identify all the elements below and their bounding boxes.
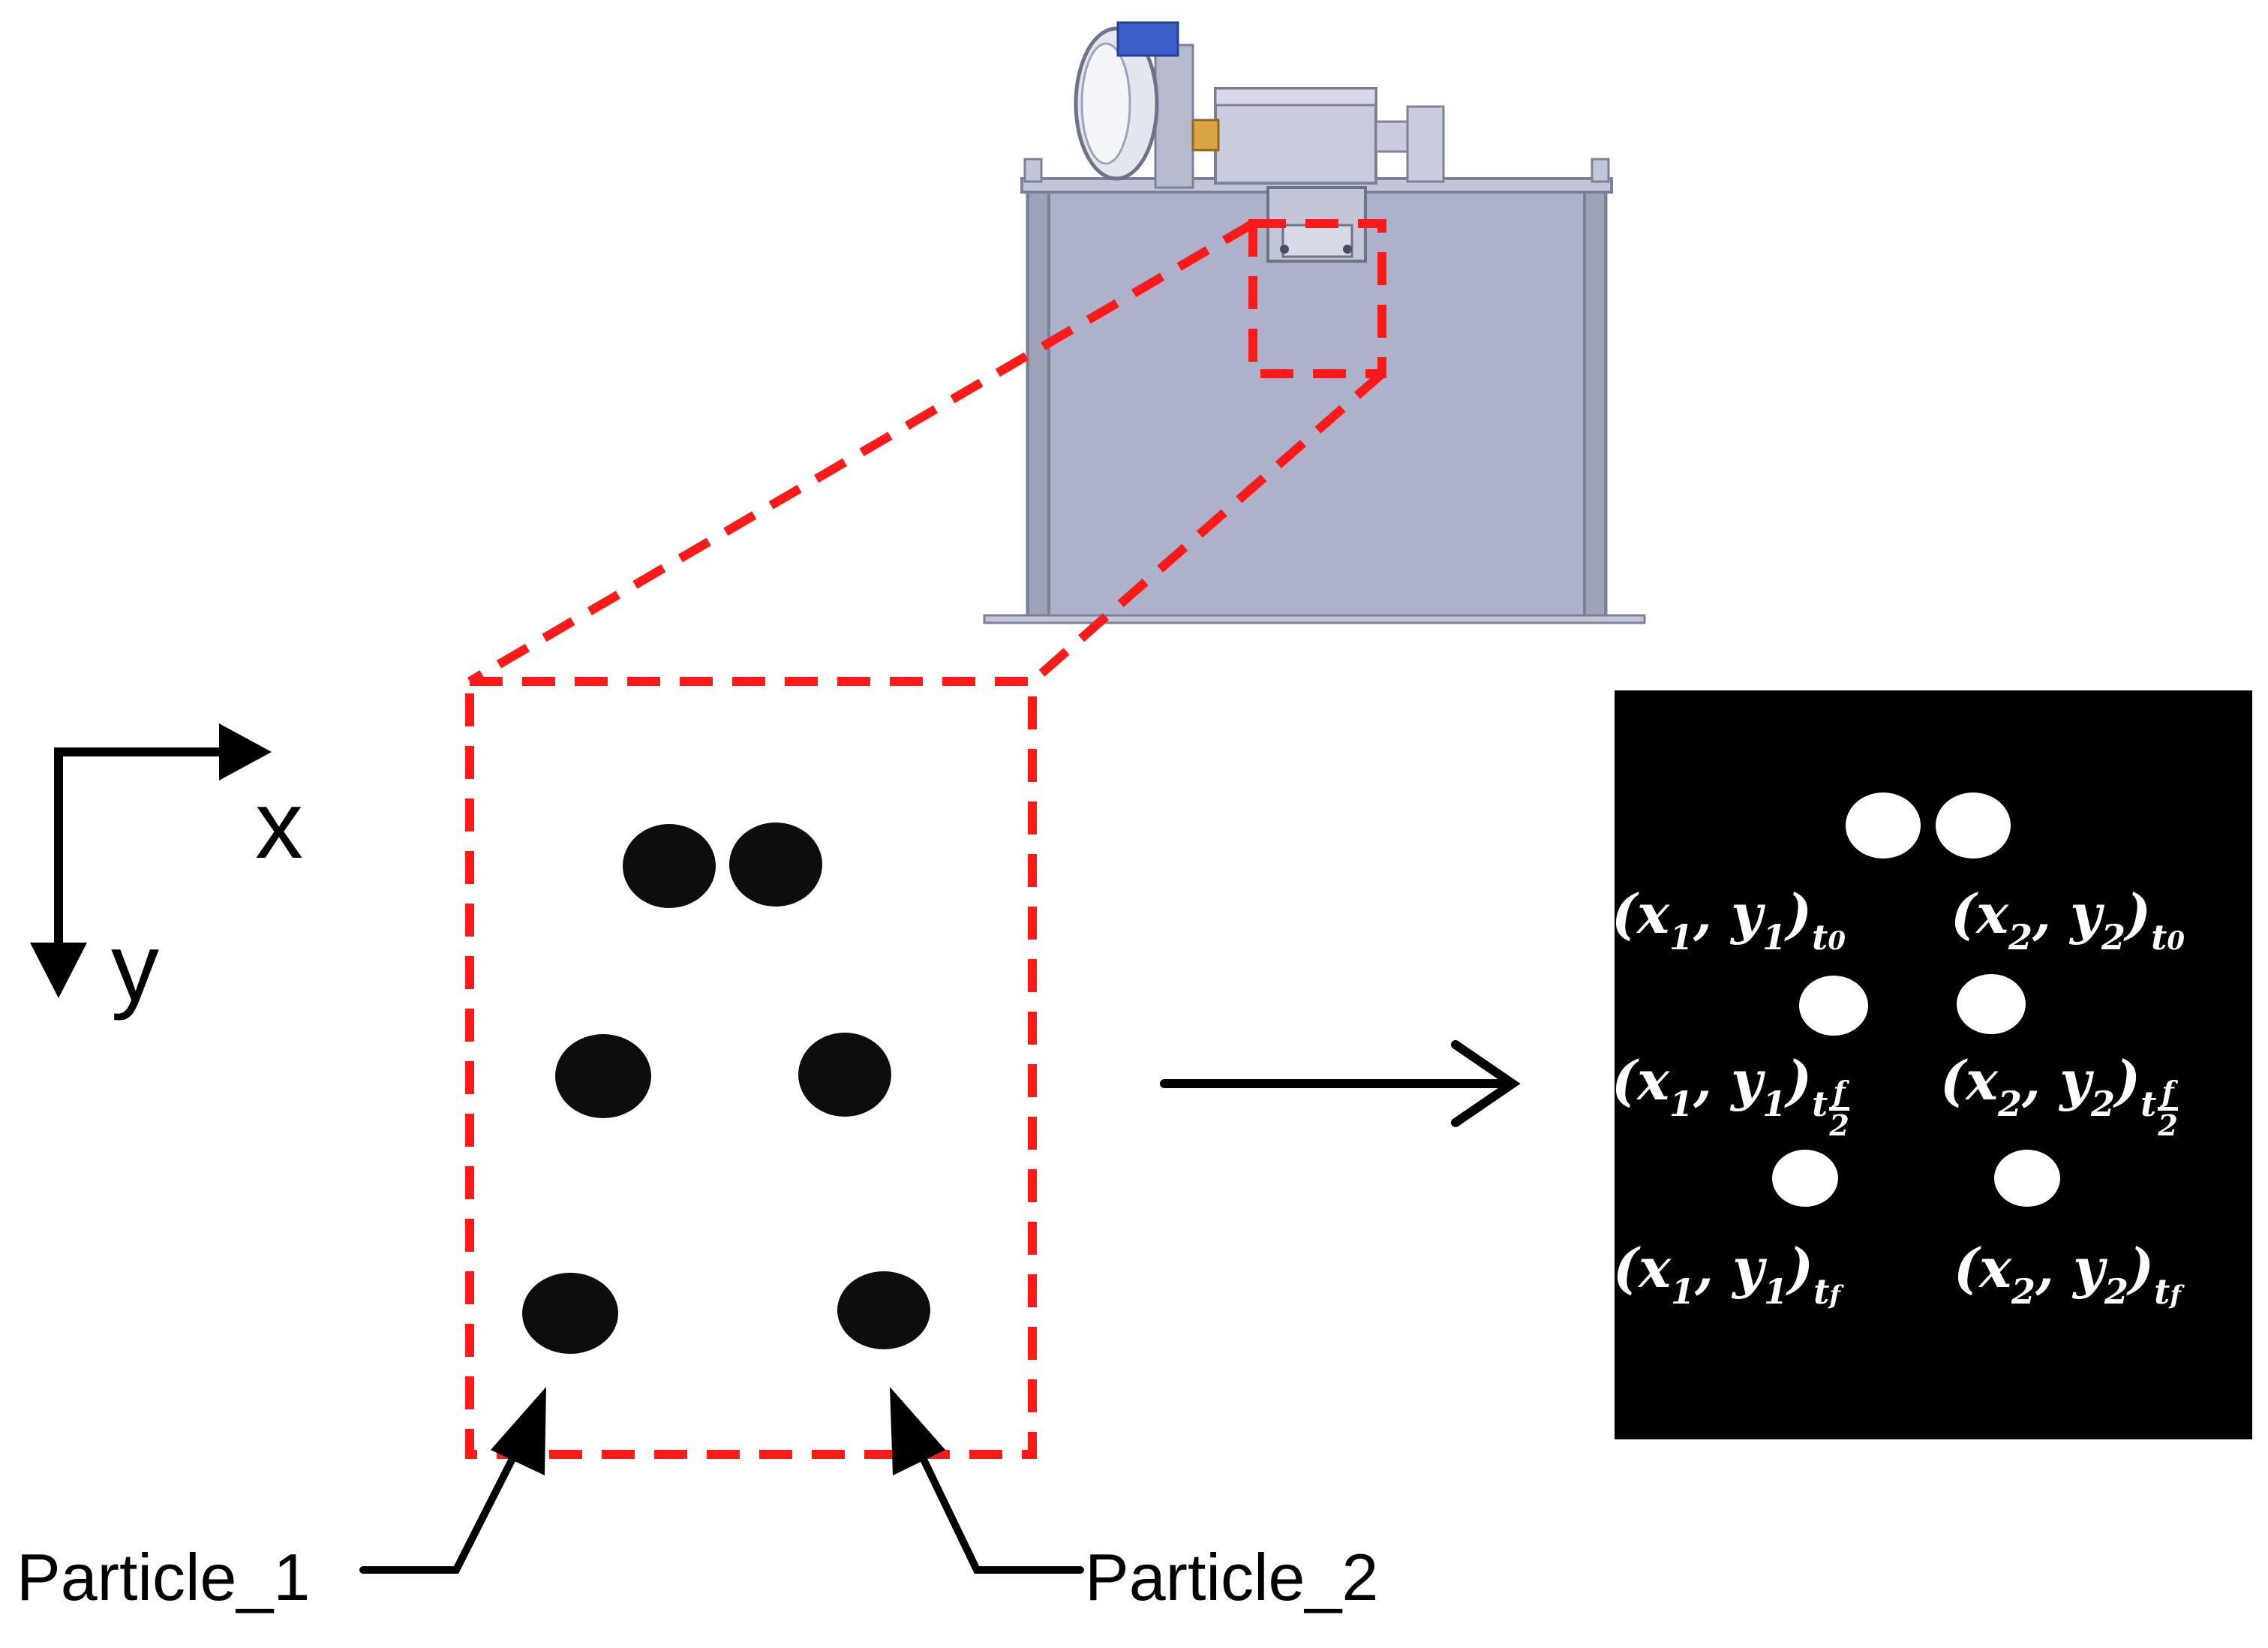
zoom-source-box — [1248, 219, 1386, 378]
coord-particle-2-tf: (x2, y2)tf — [1954, 1236, 2181, 1312]
camera-window — [1281, 224, 1353, 258]
gauge-face — [1080, 42, 1131, 165]
projection-line-left — [467, 219, 1256, 686]
binary-blobs — [1772, 792, 2060, 1207]
tank-right-post — [1591, 158, 1610, 183]
axes-indicator — [30, 723, 272, 998]
blob-2-tf-half — [1957, 974, 2026, 1034]
particle-1-tf — [522, 1273, 618, 1354]
particle-2-label: Particle_2 — [1085, 1540, 1379, 1614]
mount-screw-right — [1343, 245, 1352, 254]
gauge-bracket — [1154, 44, 1194, 189]
blob-2-tf — [1994, 1150, 2060, 1207]
zoomed-view-box — [465, 677, 1037, 1459]
tank-left-wall — [1026, 185, 1050, 621]
coord-particle-2-t0: (x2, y2)t0 — [1951, 882, 2185, 958]
particle-frames — [522, 822, 930, 1354]
x-axis-label: x — [255, 771, 303, 879]
particle-pointers — [359, 1445, 1084, 1574]
processing-arrow-head — [1451, 1040, 1521, 1127]
y-axis-label: y — [111, 914, 159, 1021]
pointer-particle-2-head — [890, 1387, 945, 1475]
y-axis-arrowhead — [30, 943, 87, 998]
particle-1-label: Particle_1 — [17, 1540, 311, 1614]
tank-left-post — [1023, 158, 1043, 183]
projection-line-right — [1029, 370, 1385, 685]
apparatus — [983, 21, 1646, 624]
brass-fitting — [1191, 119, 1220, 152]
pointer-particle-1 — [359, 1445, 521, 1574]
tank-base — [983, 614, 1646, 624]
particle-1-t0 — [623, 824, 716, 908]
particle-2-tf — [837, 1271, 930, 1349]
blob-2-t0 — [1936, 792, 2011, 859]
pointer-arrowheads — [491, 1387, 945, 1475]
processing-arrow — [1160, 1040, 1521, 1127]
blob-1-tf — [1772, 1150, 1838, 1207]
gauge-cap — [1116, 21, 1179, 57]
blob-1-t0 — [1846, 792, 1921, 859]
coord-particle-1-tf: (x1, y1)tf — [1613, 1236, 1840, 1312]
pointer-particle-1-head — [491, 1387, 546, 1475]
particle-2-t0 — [729, 822, 822, 907]
binary-image-panel — [1615, 690, 2252, 1439]
top-housing-lid — [1214, 87, 1377, 107]
blob-1-tf-half — [1799, 976, 1868, 1036]
mount-screw-left — [1280, 245, 1289, 254]
tank-right-wall — [1583, 185, 1607, 621]
zoom-projection — [465, 219, 1386, 1459]
particle-1-tf-half — [555, 1034, 651, 1118]
pointer-particle-2 — [915, 1445, 1084, 1574]
right-bracket — [1406, 105, 1445, 183]
coord-particle-1-t0: (x1, y1)t0 — [1612, 882, 1846, 958]
x-axis-arrowhead — [219, 723, 272, 780]
particle-2-tf-half — [798, 1033, 891, 1117]
